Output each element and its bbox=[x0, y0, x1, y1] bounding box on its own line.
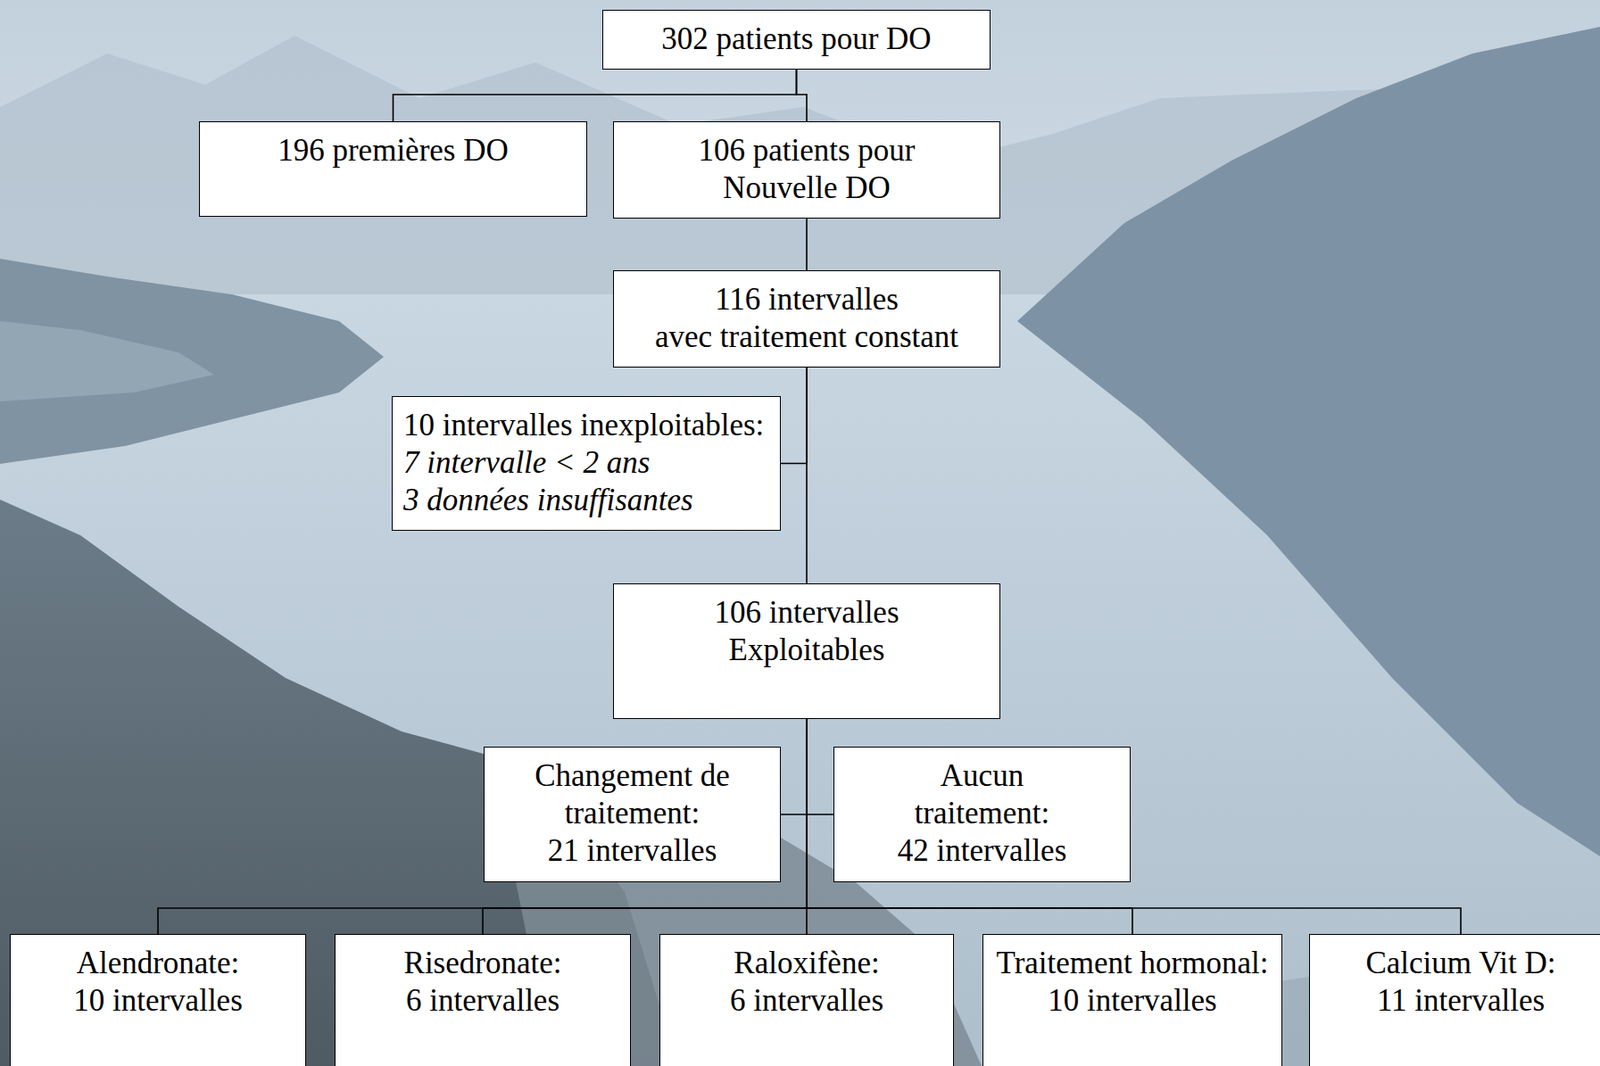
box-text: 106 patients pour Nouvelle DO bbox=[697, 132, 915, 208]
process-box: Changement de traitement: 21 intervalles bbox=[483, 746, 781, 883]
peninsula bbox=[0, 258, 384, 465]
box-text: Aucun traitement: 42 intervalles bbox=[897, 757, 1068, 871]
box-text: 7 intervalle < 2 ans bbox=[403, 444, 650, 482]
process-box: 116 intervalles avec traitement constant bbox=[613, 270, 1001, 368]
box-text: Risedronate: 6 intervalles bbox=[404, 945, 563, 1020]
connector-line bbox=[157, 719, 807, 935]
connector-line bbox=[805, 218, 808, 271]
process-box: 106 patients pour Nouvelle DO bbox=[613, 121, 1001, 219]
process-box: Traitement hormonal: 10 intervalles bbox=[982, 934, 1283, 1066]
connector-line bbox=[780, 367, 807, 465]
connector-line bbox=[805, 367, 808, 584]
box-text: Changement de traitement: 21 intervalles bbox=[534, 757, 730, 871]
connector-line bbox=[393, 69, 797, 122]
process-box: Calcium Vit D: 11 intervalles bbox=[1309, 934, 1600, 1066]
connector-line bbox=[806, 719, 1133, 935]
process-box: Alendronate: 10 intervalles bbox=[9, 934, 307, 1066]
box-text: Raloxifène: 6 intervalles bbox=[729, 945, 884, 1020]
box-text: 302 patients pour DO bbox=[661, 20, 931, 59]
box-text: 116 intervalles avec traitement constant bbox=[654, 281, 959, 357]
connector-line bbox=[780, 719, 807, 815]
connector-line bbox=[806, 719, 1461, 935]
connector-line bbox=[796, 69, 808, 122]
process-box: 10 intervalles inexploitables:7 interval… bbox=[391, 396, 781, 531]
box-text: Alendronate: 10 intervalles bbox=[73, 945, 243, 1020]
box-text: 10 intervalles inexploitables: bbox=[403, 406, 764, 445]
connector-line bbox=[806, 719, 834, 815]
process-box: 106 intervalles Exploitables bbox=[613, 583, 1001, 720]
process-box: 302 patients pour DO bbox=[602, 9, 991, 70]
box-text: 196 premières DO bbox=[277, 132, 509, 170]
box-text: Calcium Vit D: 11 intervalles bbox=[1365, 945, 1556, 1020]
right-mountain bbox=[1017, 26, 1600, 857]
box-text: Traitement hormonal: 10 intervalles bbox=[996, 945, 1269, 1020]
connector-line bbox=[482, 719, 807, 935]
box-text: 3 données insuffisantes bbox=[403, 481, 694, 520]
process-box: 196 premières DO bbox=[198, 121, 588, 217]
box-text: 106 intervalles Exploitables bbox=[713, 594, 899, 670]
process-box: Risedronate: 6 intervalles bbox=[334, 934, 631, 1066]
process-box: Aucun traitement: 42 intervalles bbox=[833, 746, 1131, 883]
process-box: Raloxifène: 6 intervalles bbox=[659, 934, 954, 1066]
shore bbox=[0, 321, 215, 402]
